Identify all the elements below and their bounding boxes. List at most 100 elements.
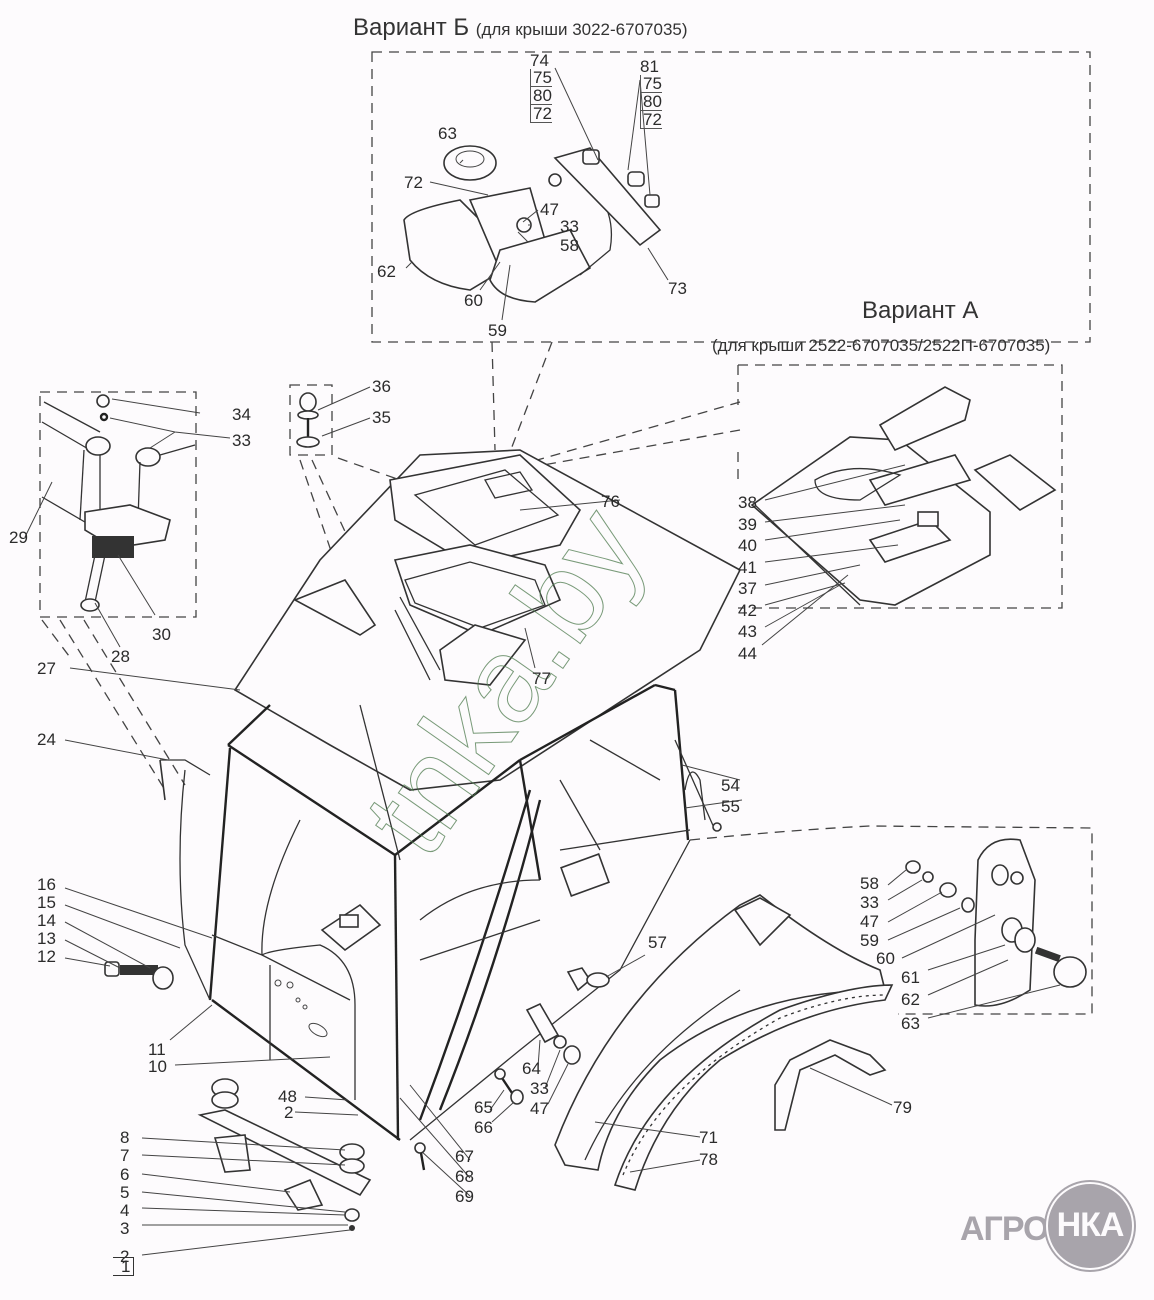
callout-47-cab: 47	[530, 1099, 549, 1118]
callout-59: 59	[488, 321, 507, 340]
variant-b-title-group: Вариант Б (для крыши 3022-6707035)	[353, 14, 688, 42]
callout-1-boxed: 1	[113, 1257, 135, 1276]
callout-2-cab: 2	[284, 1103, 294, 1122]
callout-28: 28	[111, 647, 130, 666]
callout-24: 24	[37, 730, 56, 749]
callout: 14	[37, 911, 56, 930]
callout-48: 48	[278, 1087, 297, 1106]
door-lock-drawing	[887, 838, 1087, 1019]
callout: 5	[120, 1182, 130, 1202]
callout-54: 54	[721, 776, 740, 795]
callout: 12	[37, 947, 56, 966]
callout-47: 47	[540, 200, 559, 219]
variant-a-callout-list: 38 39 40 41 37 42 43 44	[738, 492, 757, 664]
roof-drawing	[69, 449, 742, 791]
callout: 75	[530, 69, 552, 87]
variant-a-title: Вариант А	[862, 297, 979, 324]
callout-68: 68	[455, 1167, 474, 1186]
callout: 47	[860, 912, 879, 931]
callout-11: 11	[148, 1040, 166, 1059]
callout-33: 33	[560, 217, 579, 236]
variant-b-frame	[371, 51, 1091, 343]
callout: 72	[640, 111, 662, 129]
callout: 2	[120, 1246, 130, 1266]
callout: 44	[738, 643, 757, 663]
small-parts-drawing	[414, 954, 646, 1171]
logo-text-circle: НКА	[1056, 1206, 1125, 1244]
hinge-drawing	[24, 394, 231, 648]
callout: 75	[640, 75, 662, 93]
callout: 72	[530, 105, 552, 123]
callout: 15	[37, 893, 56, 912]
callout-62: 62	[377, 262, 396, 281]
bolt-detail-frame	[289, 384, 401, 641]
logo-circle: НКА	[1046, 1182, 1134, 1270]
callout: 80	[640, 93, 662, 111]
variant-a-frame	[737, 364, 1063, 609]
callout: 16	[37, 875, 56, 894]
callout-58: 58	[560, 236, 579, 255]
fender-drawing	[554, 894, 894, 1191]
callout: 4	[120, 1201, 130, 1221]
hinge-detail-frame	[39, 391, 197, 791]
callout: 58	[860, 874, 879, 893]
mount-drawing	[141, 1078, 372, 1256]
callout-61-lock: 61	[901, 968, 920, 987]
variant-b-stack-right: 81 75 80 72	[640, 58, 662, 129]
callout: 39	[738, 514, 757, 534]
bolt-drawing	[296, 386, 371, 448]
callout-57: 57	[648, 933, 667, 952]
callout: 80	[530, 87, 552, 105]
callout-76: 76	[601, 492, 620, 511]
callout-73: 73	[668, 279, 687, 298]
callout-35: 35	[372, 408, 391, 427]
callout: 74	[530, 51, 549, 70]
callout-63-lock: 63	[901, 1014, 920, 1033]
callout-77: 77	[532, 669, 551, 688]
cab-frame-drawing	[64, 683, 743, 1197]
callout-72: 72	[404, 173, 423, 192]
callout-33: 33	[232, 431, 251, 450]
variant-b-latch-drawing	[403, 67, 669, 321]
logo-text-left: АГРО	[960, 1210, 1050, 1248]
variant-b-title: Вариант Б	[353, 14, 470, 41]
callout: 40	[738, 536, 757, 555]
callout-62-lock: 62	[901, 990, 920, 1009]
callout-63: 63	[438, 124, 457, 143]
callout: 43	[738, 622, 757, 641]
callout-66: 66	[474, 1118, 493, 1137]
callout-29: 29	[9, 528, 28, 547]
callout-34: 34	[232, 405, 251, 424]
callout: 3	[120, 1219, 130, 1239]
variant-a-subtitle: (для крыши 2522-6707035/2522П-6707035)	[712, 336, 1051, 355]
variant-a-latch-drawing	[750, 386, 1057, 646]
callout: 6	[120, 1164, 130, 1184]
callout-30: 30	[152, 625, 171, 644]
callout-71: 71	[699, 1128, 718, 1147]
callout: 8	[120, 1128, 130, 1147]
callout-55: 55	[721, 797, 740, 816]
variant-b-subtitle: (для крыши 3022-6707035)	[475, 20, 688, 39]
callout-27: 27	[37, 659, 56, 678]
callout-64: 64	[522, 1059, 541, 1078]
callout-67: 67	[455, 1147, 474, 1166]
callout: 13	[37, 929, 56, 948]
callout-60: 60	[464, 291, 483, 310]
callout-36: 36	[372, 377, 391, 396]
callout: 59	[860, 931, 879, 950]
agronka-logo: АГРО НКА	[960, 1180, 1140, 1280]
callout-10: 10	[148, 1057, 167, 1076]
cab-left-callout-list: 16 15 14 13 12	[37, 876, 56, 966]
callout-69: 69	[455, 1187, 474, 1206]
variant-b-stack-left: 74 75 80 72	[530, 52, 552, 123]
callout-60-lock: 60	[876, 949, 895, 968]
callout-65: 65	[474, 1098, 493, 1117]
callout-79: 79	[893, 1098, 912, 1117]
mount-callout-list: 8 7 6 5 4 3 2	[120, 1128, 130, 1266]
callout: 42	[738, 600, 757, 620]
callout-33-cab: 33	[530, 1079, 549, 1098]
callout: 41	[738, 557, 757, 577]
callout: 33	[860, 893, 879, 912]
